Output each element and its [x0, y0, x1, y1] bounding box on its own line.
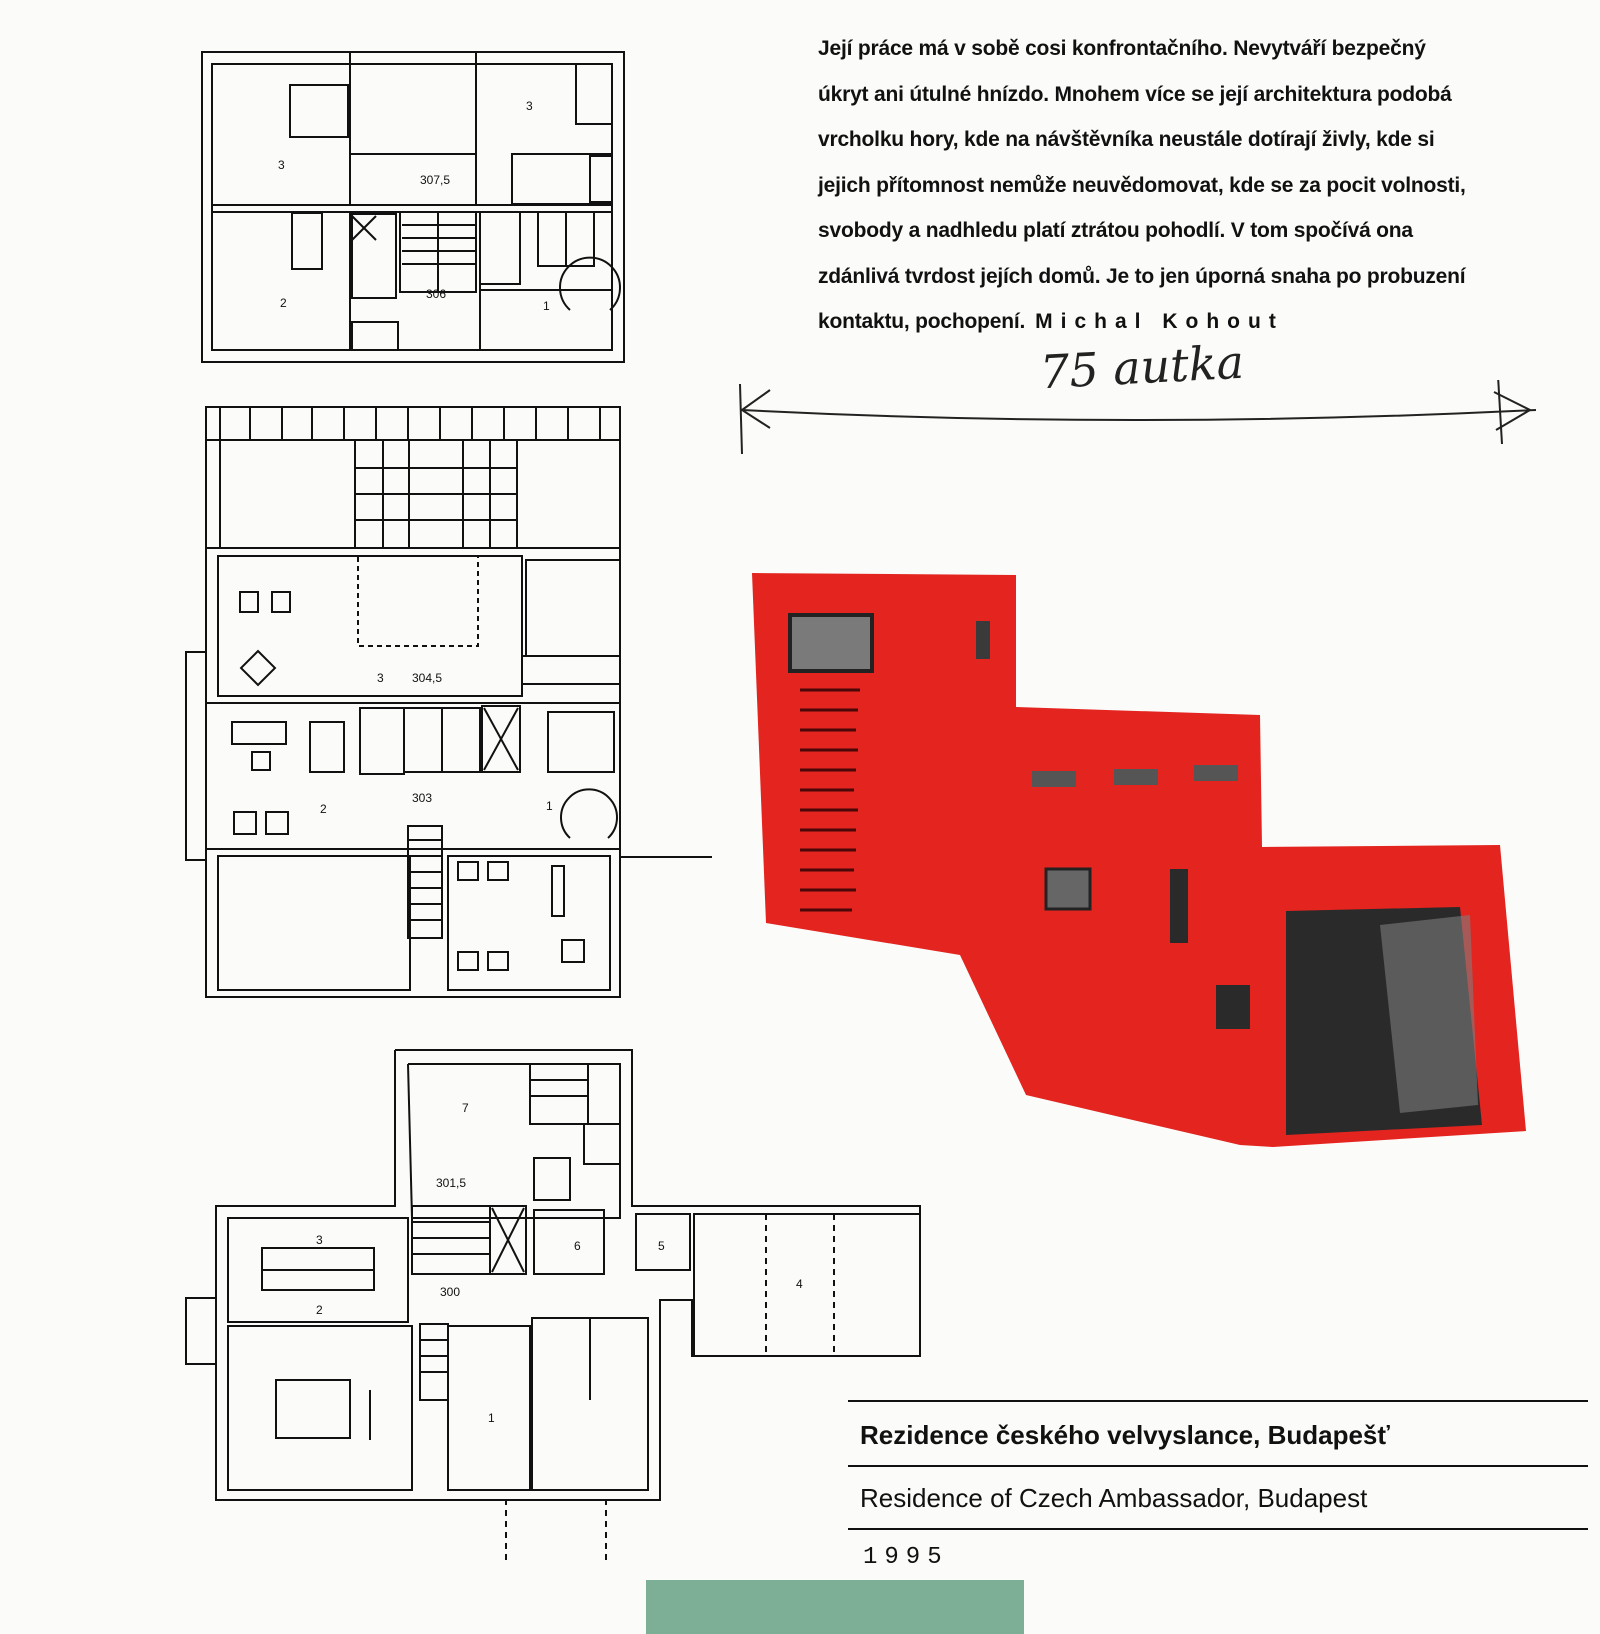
quote-line: jejich přítomnost nemůže neuvědomovat, k…: [818, 173, 1466, 197]
divider: [848, 1528, 1588, 1530]
title-english: Residence of Czech Ambassador, Budapest: [860, 1483, 1368, 1513]
plan-label: 2: [316, 1303, 323, 1317]
plan-label: 6: [574, 1239, 581, 1253]
quote-text: Její práce má v sobě cosi konfrontačního…: [818, 26, 1578, 345]
plan-label: 307,5: [420, 173, 450, 187]
quote-line: Její práce má v sobě cosi konfrontačního…: [818, 37, 1426, 60]
plan-label: 5: [658, 1239, 665, 1253]
upper-floor-plan: [201, 51, 625, 363]
facade-sketch: [752, 573, 1526, 1147]
plan-label: 1: [488, 1411, 495, 1425]
quote-line: zdánlivá tvrdost jejích domů. Je to jen …: [818, 264, 1466, 288]
caption-block: Rezidence českého velvyslance, Budapešť …: [848, 1400, 1598, 1571]
divider: [848, 1400, 1588, 1402]
year: 1995: [863, 1544, 949, 1571]
plan-label: 3: [526, 99, 533, 113]
masking-tape: [646, 1580, 1024, 1634]
quote-line: kontaktu, pochopení. Michal Kohout: [818, 299, 1578, 345]
quote-author: Michal Kohout: [1035, 310, 1284, 333]
plan-label: 2: [280, 296, 287, 310]
quote-line: úkryt ani útulné hnízdo. Mnohem více se …: [818, 82, 1452, 106]
quote-line: vrcholku hory, kde na návštěvníka neustá…: [818, 128, 1435, 151]
dimension-arrow: [739, 380, 1537, 455]
plan-label: 4: [796, 1277, 803, 1291]
plan-label: 3: [316, 1233, 323, 1247]
plan-label: 7: [462, 1101, 469, 1115]
plan-label: 3: [278, 158, 285, 172]
floor-plans: 3 3 307,5 2 306 1 3 304,5 2 303 1 7 301,…: [185, 51, 921, 1560]
plan-label: 1: [546, 799, 553, 813]
ground-floor-plan: [185, 406, 712, 998]
plan-label: 300: [440, 1285, 460, 1299]
quote-last-line: kontaktu, pochopení.: [818, 310, 1026, 333]
plan-label: 306: [426, 287, 446, 301]
plan-label: 1: [543, 299, 550, 313]
plan-label: 2: [320, 802, 327, 816]
plan-label: 303: [412, 791, 432, 805]
title-czech: Rezidence českého velvyslance, Budapešť: [860, 1420, 1390, 1450]
divider: [848, 1465, 1588, 1467]
quote-line: svobody a nadhledu platí ztrátou pohodlí…: [818, 219, 1413, 242]
plan-label: 301,5: [436, 1176, 466, 1190]
plan-label: 3: [377, 671, 384, 685]
basement-plan: [185, 1049, 921, 1560]
plan-label: 304,5: [412, 671, 442, 685]
